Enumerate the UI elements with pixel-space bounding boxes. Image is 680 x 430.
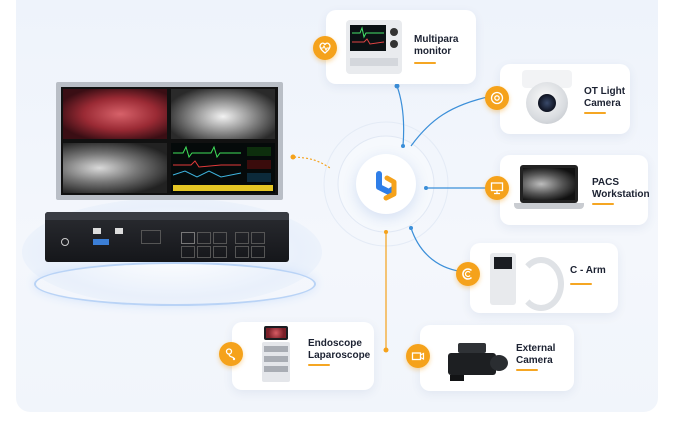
surgical-display: [56, 82, 283, 200]
device-label-multipara: Multipara monitor: [414, 34, 459, 57]
c-arm-icon: [456, 262, 480, 286]
platform-ring: [34, 262, 316, 306]
label-underline: [414, 62, 436, 64]
multipara-monitor-image: [346, 20, 402, 74]
device-card-endoscope[interactable]: Endoscope Laparoscope: [232, 322, 374, 390]
ct-view: [63, 143, 167, 193]
central-hub: [356, 154, 416, 214]
label-underline: [584, 112, 606, 114]
endoscope-tower-image: [256, 324, 296, 388]
usb-port: [93, 239, 109, 245]
label-underline: [592, 203, 614, 205]
device-card-external[interactable]: External Camera: [420, 325, 574, 391]
device-label-otlight: OT Light Camera: [584, 86, 626, 109]
video-camera-icon: [406, 344, 430, 368]
monitor-icon: [485, 176, 509, 200]
heart-monitor-icon: [313, 36, 337, 60]
ot-light-camera-image: [518, 70, 576, 128]
device-card-pacs[interactable]: PACS Workstation: [500, 155, 650, 225]
device-label-carm: C - Arm: [570, 265, 606, 276]
power-button[interactable]: [61, 238, 69, 246]
device-card-multipara[interactable]: Multipara monitor: [326, 10, 476, 84]
label-underline: [308, 364, 330, 366]
label-underline: [516, 369, 538, 371]
device-label-endoscope: Endoscope Laparoscope: [308, 338, 371, 361]
device-label-external: External Camera: [516, 343, 556, 366]
xray-view: [171, 89, 275, 139]
label-underline: [570, 283, 592, 285]
endoscope-view: [63, 89, 167, 139]
device-card-otlight[interactable]: OT Light Camera: [500, 64, 630, 134]
device-label-pacs: PACS Workstation: [592, 177, 650, 200]
c-arm-image: [488, 249, 564, 311]
device-card-carm[interactable]: C - Arm: [470, 243, 618, 313]
hub-logo-icon: [376, 171, 397, 201]
recorder-unit: [45, 212, 289, 262]
camera-lens-icon: [485, 86, 509, 110]
endoscope-icon: [219, 342, 243, 366]
vitals-view: [171, 143, 275, 193]
video-camera-image: [444, 335, 514, 383]
pacs-laptop-image: [514, 165, 584, 217]
